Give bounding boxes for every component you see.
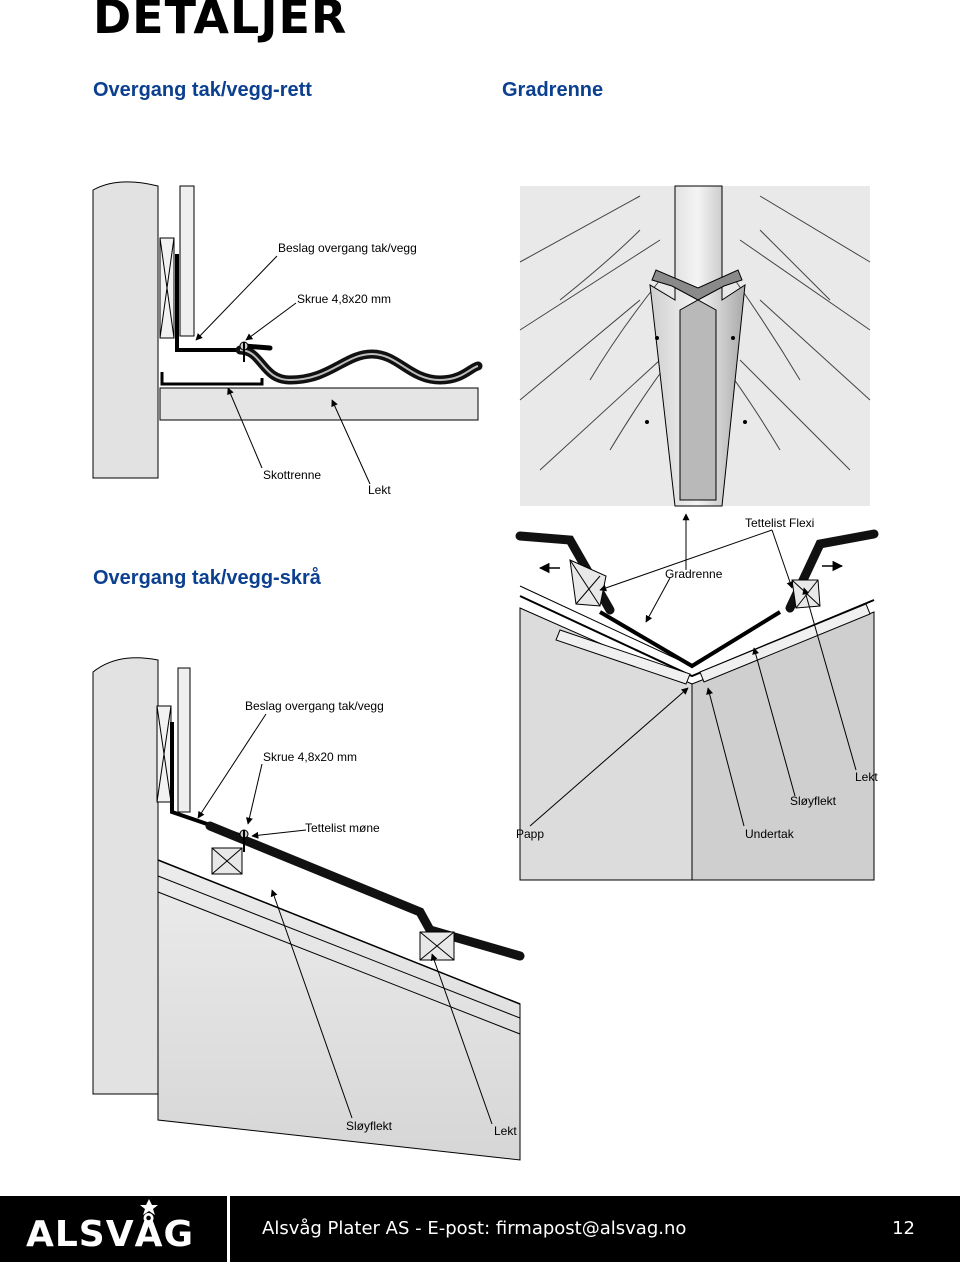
heading-overgang-rett: Overgang tak/vegg-rett <box>93 79 312 101</box>
drawing-overgang-skra <box>92 657 525 1161</box>
valley-profile <box>598 610 782 669</box>
page-number: 12 <box>892 1218 915 1239</box>
page-title: DETALJER <box>93 0 348 44</box>
wall-board <box>177 667 191 813</box>
heading-gradrenne: Gradrenne <box>502 79 604 101</box>
label-sloyflekt-skra: Sløyflekt <box>346 1119 393 1133</box>
label-lekt-gradrenne: Lekt <box>855 770 878 784</box>
label-tettelist-mone: Tettelist møne <box>305 821 380 835</box>
drawing-overgang-rett <box>92 181 483 485</box>
footer-contact: Alsvåg Plater AS - E-post: firmapost@als… <box>262 1218 687 1239</box>
drawing-gradrenne-section <box>515 513 879 881</box>
footer: ALSVÅG Alsvåg Plater AS - E-post: firmap… <box>0 1196 960 1262</box>
heading-overgang-skra: Overgang tak/vegg-skrå <box>93 567 321 589</box>
flashing <box>175 254 240 352</box>
label-beslag-rett: Beslag overgang tak/vegg <box>278 241 417 255</box>
wall-board <box>179 185 195 337</box>
label-skottrenne: Skottrenne <box>263 468 322 482</box>
label-papp: Papp <box>516 827 545 841</box>
label-sloyflekt-gradrenne: Sløyflekt <box>790 794 837 808</box>
tiles-right <box>700 186 870 506</box>
wall <box>92 657 159 1095</box>
label-undertak: Undertak <box>745 827 794 841</box>
label-skrue-skra: Skrue 4,8x20 mm <box>263 750 358 764</box>
label-tettelist-flexi: Tettelist Flexi <box>745 516 815 530</box>
label-beslag-skra: Beslag overgang tak/vegg <box>245 699 384 713</box>
drawing-gradrenne <box>519 185 871 507</box>
wall <box>92 181 159 479</box>
alsvag-logo: ALSVÅG <box>26 1199 194 1255</box>
roof-body <box>157 859 521 1161</box>
label-skrue-rett: Skrue 4,8x20 mm <box>297 292 392 306</box>
footer-divider <box>227 1196 230 1262</box>
label-lekt-rett: Lekt <box>368 483 391 497</box>
label-gradrenne: Gradrenne <box>665 567 723 581</box>
star-icon <box>140 1199 158 1215</box>
gutter <box>160 372 264 386</box>
roof-sheet <box>205 821 525 961</box>
technical-drawings <box>92 181 879 1161</box>
tiles-left <box>520 186 690 506</box>
logo-text: ALSVÅG <box>26 1213 194 1255</box>
label-lekt-skra: Lekt <box>494 1124 517 1138</box>
roof-batten <box>159 387 479 421</box>
